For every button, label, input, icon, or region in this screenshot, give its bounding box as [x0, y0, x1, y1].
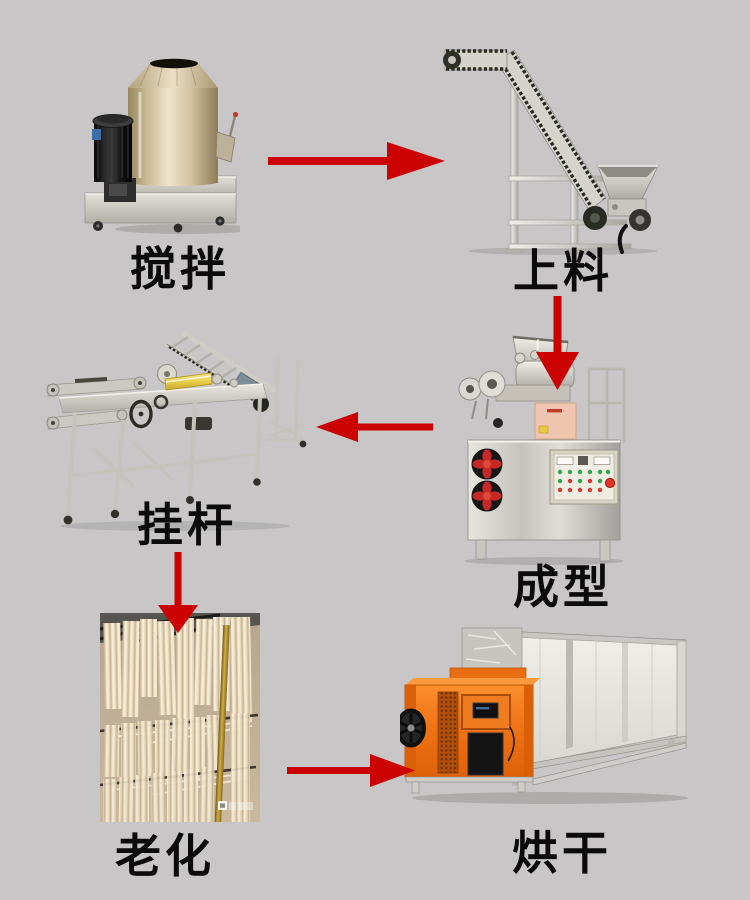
hanging-rod-machine-photo	[46, 330, 307, 531]
dryer-control-panel	[461, 694, 511, 730]
hanging-yellow-roller	[157, 364, 239, 391]
aging-noodles-photo	[100, 613, 260, 822]
mixer-motor	[92, 114, 136, 202]
conveyor-head	[443, 49, 508, 71]
dryer-vent-grid	[437, 691, 459, 774]
flow-arrow-down-1	[536, 296, 579, 390]
conveyor-drive-motor	[583, 206, 651, 254]
dryer-skid-frame	[405, 742, 687, 794]
hanging-motor	[185, 417, 212, 430]
hanging-left-arms	[46, 376, 147, 430]
hanging-wheel	[129, 394, 169, 429]
flow-arrow-right-2	[287, 754, 415, 787]
mixer-motor-label	[92, 129, 101, 140]
mixer-barrel	[128, 58, 218, 186]
aging-noodle-row	[103, 616, 252, 722]
hanging-deck	[58, 383, 268, 414]
dryer-door	[467, 732, 504, 776]
mixer-machine-photo	[84, 58, 240, 234]
dryer-screen	[472, 702, 499, 719]
step-label-forming: 成型	[513, 561, 613, 613]
step-label-aging: 老化	[115, 830, 215, 882]
dryer-container	[502, 630, 687, 786]
hanging-right-stand	[265, 355, 307, 442]
conveyor-belt	[496, 49, 607, 211]
conveyor-hopper	[597, 165, 659, 217]
forming-fan-icon	[471, 448, 503, 480]
aging-gold-pole	[214, 624, 230, 822]
forming-control-panel	[549, 449, 619, 505]
forming-emergency-button	[604, 477, 616, 489]
loading-conveyor-photo	[443, 49, 659, 255]
step-label-mixing: 搅拌	[130, 243, 230, 295]
forming-fan-icon	[471, 480, 503, 512]
mixer-opening	[150, 58, 198, 69]
aging-noodle-row	[103, 765, 250, 822]
step-label-hanging: 挂杆	[137, 499, 237, 551]
hanging-casters	[63, 440, 307, 525]
forming-head-box	[493, 402, 577, 440]
dryer-machine-photo	[400, 627, 688, 804]
photo-watermark	[218, 801, 253, 810]
flow-arrow-left-1	[316, 412, 433, 442]
flow-arrow-down-2	[158, 552, 198, 633]
dryer-fan-icon	[400, 708, 426, 748]
flow-arrow-right-1	[268, 142, 445, 180]
step-label-loading: 上料	[513, 245, 613, 297]
forming-railing	[587, 367, 626, 443]
hanging-legs	[66, 397, 262, 517]
mixer-casters	[93, 216, 225, 233]
step-label-drying: 烘干	[512, 827, 612, 879]
dryer-heat-pump-unit	[400, 678, 540, 778]
forming-legs	[475, 539, 611, 562]
mixer-lever	[215, 111, 239, 163]
forming-die-heads	[458, 370, 571, 420]
dryer-foil-duct	[461, 627, 523, 671]
